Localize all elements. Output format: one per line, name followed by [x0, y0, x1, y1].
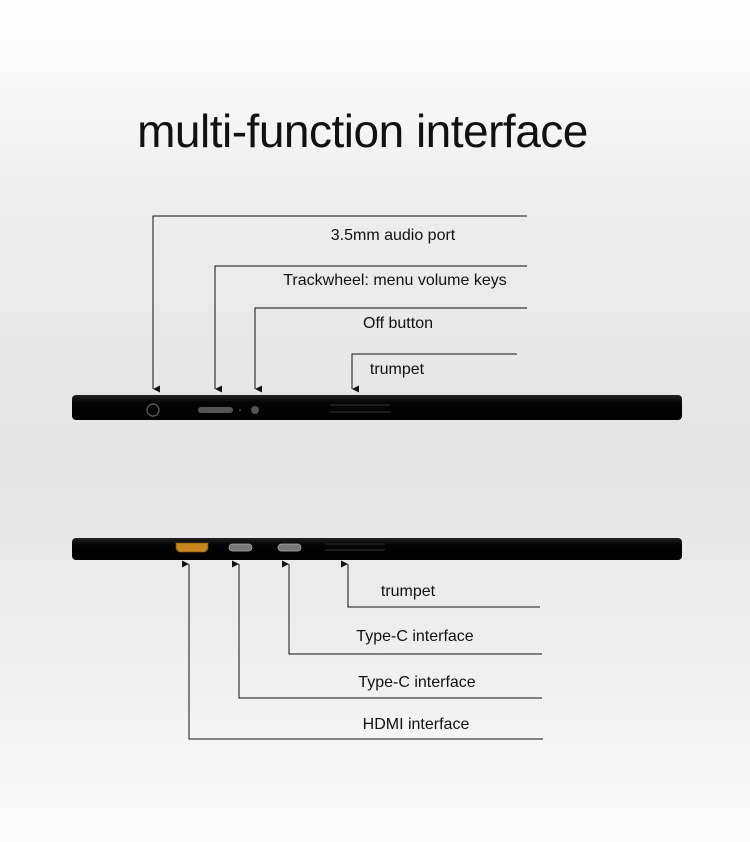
trackwheel: [198, 407, 233, 413]
label-type-c-1: Type-C interface: [356, 628, 474, 645]
speaker-grille: [330, 404, 390, 413]
leader-type-c-1: [282, 560, 542, 655]
label-trumpet-bottom: trumpet: [380, 583, 436, 600]
leader-trumpet-top: [351, 353, 517, 393]
led-indicator: [239, 409, 241, 411]
leader-trackwheel: [214, 265, 527, 393]
off-button: [251, 406, 259, 414]
hdmi-port: [175, 542, 209, 553]
label-trumpet-top: trumpet: [369, 361, 425, 378]
device-bottom-edge: [72, 538, 682, 560]
leader-off-button: [254, 307, 527, 393]
leader-audio-port: [152, 215, 527, 393]
leader-hdmi: [182, 560, 543, 740]
label-audio-port: 3.5mm audio port: [330, 227, 456, 244]
top-leader-lines: [152, 215, 527, 393]
type-c-port-2: [277, 543, 302, 552]
label-hdmi: HDMI interface: [362, 716, 470, 733]
leader-type-c-2: [232, 560, 542, 699]
label-type-c-2: Type-C interface: [358, 674, 476, 691]
leader-trumpet-bottom: [341, 560, 540, 608]
label-trackwheel: Trackwheel: menu volume keys: [283, 272, 507, 289]
audio-jack-port: [146, 403, 160, 417]
page-title: multi-function interface: [137, 105, 588, 157]
type-c-port-1: [228, 543, 253, 552]
device-top-edge: [72, 395, 682, 420]
speaker-grille-bottom: [325, 543, 385, 551]
bottom-leader-lines: [182, 560, 543, 740]
label-off-button: Off button: [363, 315, 433, 332]
